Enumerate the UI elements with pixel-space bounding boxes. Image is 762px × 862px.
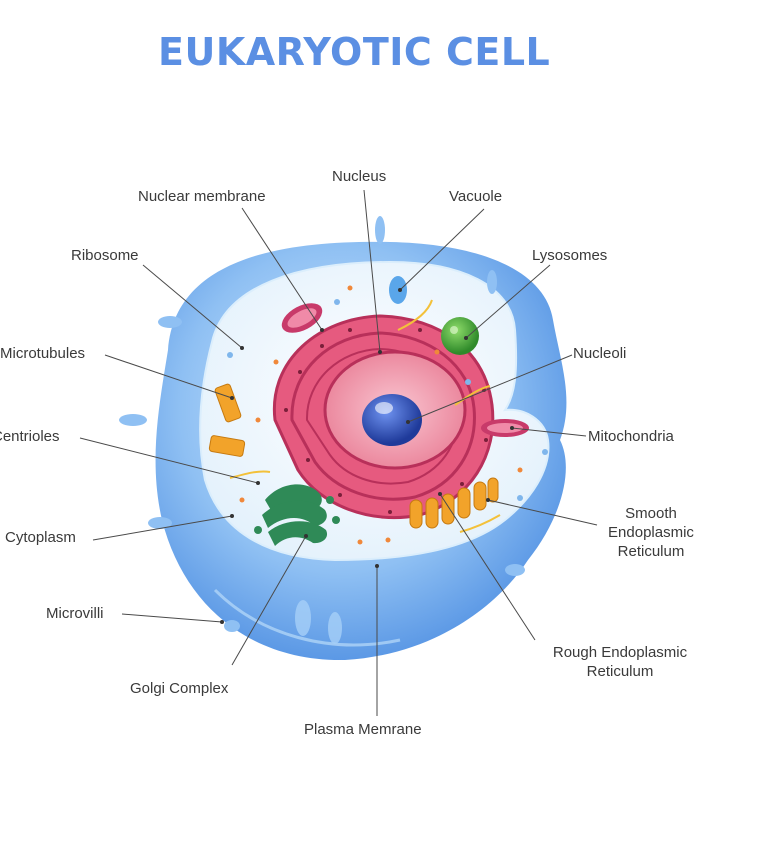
cytoplasm-details	[227, 285, 548, 545]
label-nucleus: Nucleus	[332, 168, 387, 185]
centriole-shape	[208, 383, 246, 457]
leader-cytoplasm	[92, 515, 233, 541]
label-microtubules: Microtubules	[0, 345, 86, 362]
label-nucleoli: Nucleoli	[573, 345, 627, 362]
label-rough-er-line1: Rough Endoplasmic	[552, 644, 688, 661]
label-smooth-er-line1: Smooth	[625, 505, 677, 522]
leader-rough-er	[439, 493, 536, 641]
label-plasma-membrane: Plasma Memrane	[304, 721, 422, 738]
label-rough-er: Rough Endoplasmic Reticulum	[538, 643, 702, 681]
label-smooth-er-line3: Reticulum	[617, 543, 685, 560]
leader-microvilli	[121, 613, 223, 623]
label-mitochondria: Mitochondria	[588, 428, 674, 445]
label-cytoplasm: Cytoplasm	[5, 529, 76, 546]
label-smooth-er: Smooth Endoplasmic Reticulum	[596, 504, 706, 561]
label-golgi-complex: Golgi Complex	[130, 680, 229, 697]
leader-vacuole	[399, 208, 485, 291]
leader-nucleus	[363, 189, 381, 353]
lysosome-shape	[441, 317, 479, 355]
leader-lysosomes	[465, 264, 551, 339]
leader-mitochondria	[511, 427, 587, 437]
leader-nucleoli	[407, 354, 573, 423]
leader-centrioles	[79, 437, 259, 484]
leader-lines	[79, 189, 598, 716]
mitochondria-shape	[281, 303, 529, 437]
smooth-er-shape	[409, 477, 499, 529]
golgi-shape	[254, 484, 340, 546]
label-nuclear-membrane: Nuclear membrane	[138, 188, 266, 205]
label-vacuole: Vacuole	[449, 188, 503, 205]
leader-ribosome	[142, 264, 243, 349]
label-ribosome: Ribosome	[71, 247, 139, 264]
label-lysosomes: Lysosomes	[532, 247, 608, 264]
label-rough-er-line2: Reticulum	[586, 663, 654, 680]
leader-microtubules	[104, 354, 233, 399]
diagram-title: EUKARYOTIC CELL	[158, 30, 551, 74]
label-smooth-er-line2: Endoplasmic	[608, 524, 694, 541]
label-microvilli: Microvilli	[46, 605, 104, 622]
nucleus-shape	[323, 350, 467, 470]
leader-nuclear-membrane	[241, 207, 323, 331]
label-centrioles: Centrioles	[0, 428, 60, 445]
leader-golgi	[231, 535, 307, 666]
leader-smooth-er	[487, 499, 598, 526]
